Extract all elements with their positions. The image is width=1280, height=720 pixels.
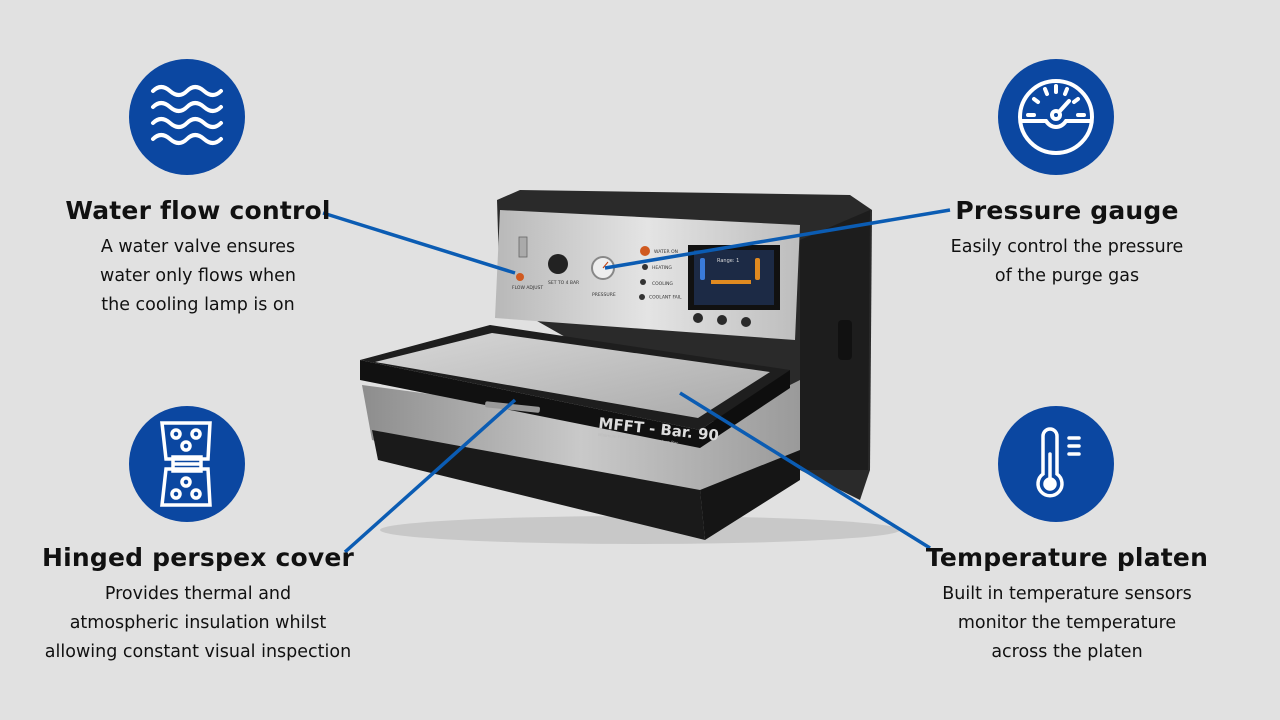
- feature-temperature-platen: Temperature platen Built in temperature …: [914, 543, 1220, 667]
- feature-title: Temperature platen: [925, 543, 1209, 572]
- flow-adjust-label: FLOW ADJUST: [512, 285, 543, 291]
- feature-description-line: Provides thermal and: [104, 584, 292, 604]
- feature-description-line: allowing constant visual inspection: [44, 642, 352, 662]
- feature-description-line: Built in temperature sensors: [942, 584, 1192, 604]
- perspex-cover: [375, 333, 770, 418]
- flow-adjust-knob[interactable]: [516, 273, 524, 281]
- feature-description-line: across the platen: [991, 642, 1143, 662]
- feature-description-line: Easily control the pressure: [950, 237, 1184, 257]
- set-to-label: SET TO 4 BAR: [548, 280, 579, 286]
- panel-button-3[interactable]: [741, 317, 751, 327]
- heating-lamp: [642, 264, 648, 270]
- thermometer-icon: [998, 406, 1114, 522]
- coolant-fail-lamp: [639, 294, 645, 300]
- water-on-lamp: [640, 246, 650, 256]
- feature-water-flow-control: Water flow control A water valve ensures…: [48, 196, 348, 320]
- side-handle: [838, 320, 852, 360]
- heating-label: HEATING: [652, 265, 672, 271]
- feature-description-line: the cooling lamp is on: [101, 295, 295, 315]
- coolant-fail-label: COOLANT FAIL: [649, 295, 682, 301]
- feature-description-line: monitor the temperature: [957, 613, 1177, 633]
- panel-button-2[interactable]: [717, 315, 727, 325]
- feature-description-line: water only flows when: [100, 266, 296, 286]
- water-on-label: WATER ON: [654, 249, 678, 255]
- feature-pressure-gauge: Pressure gauge Easily control the pressu…: [914, 196, 1220, 291]
- feature-hinged-perspex-cover: Hinged perspex cover Provides thermal an…: [18, 543, 378, 667]
- panel-button-1[interactable]: [693, 313, 703, 323]
- feature-title: Hinged perspex cover: [41, 543, 355, 572]
- feature-description-line: of the purge gas: [994, 266, 1140, 286]
- feature-title: Pressure gauge: [955, 196, 1179, 225]
- cooling-label: COOLING: [652, 281, 673, 287]
- pressure-label: PRESSURE: [592, 292, 616, 298]
- feature-description-line: A water valve ensures: [100, 237, 296, 257]
- feature-title: Water flow control: [65, 196, 331, 225]
- pressure-gauge-icon: [998, 59, 1114, 175]
- cooling-lamp: [640, 279, 646, 285]
- screen-range-text: Range: 1: [717, 258, 739, 264]
- pressure-regulator-knob[interactable]: [548, 254, 568, 274]
- feature-description-line: atmospheric insulation whilst: [69, 613, 327, 633]
- hinge-icon: [129, 406, 245, 522]
- water-waves-icon: [129, 59, 245, 175]
